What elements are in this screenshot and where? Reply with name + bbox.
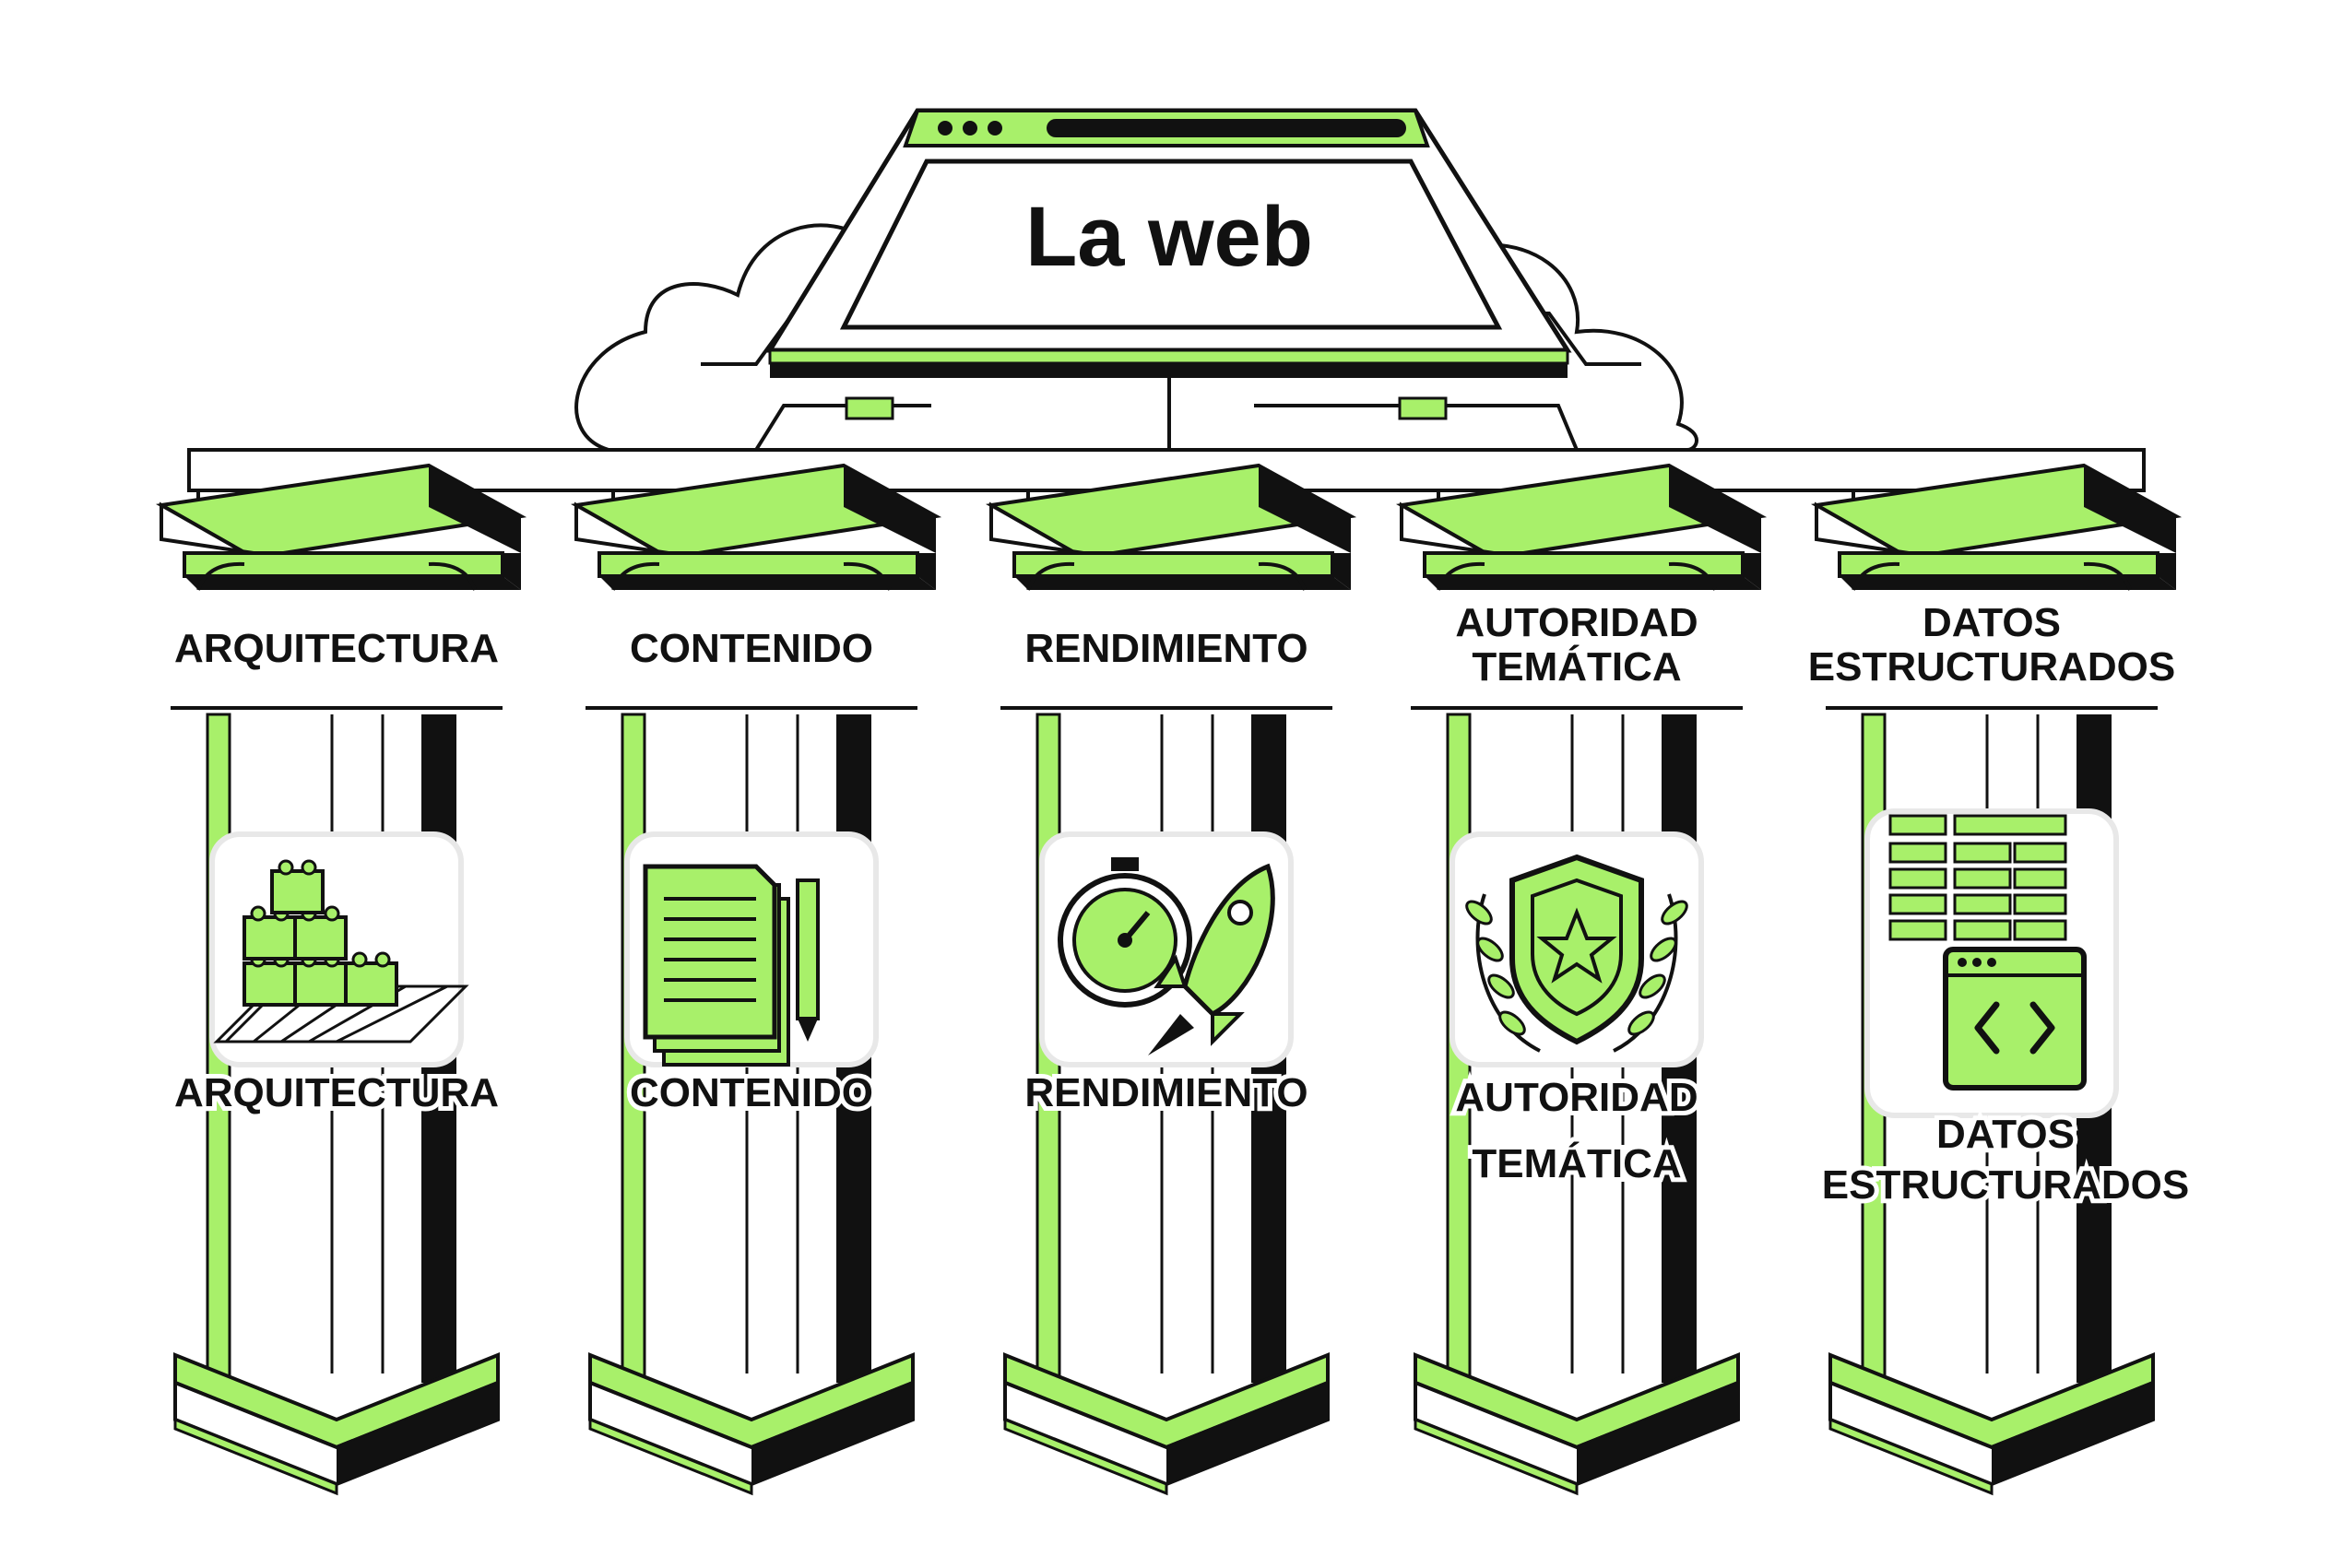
circuit-node-left (845, 396, 894, 420)
pillars-group: ARQUITECTURAARQUITECTURACONTENIDOCONTENI… (155, 463, 2194, 1496)
pillar-arquitectura-top-label-line-1: ARQUITECTURA (174, 626, 499, 671)
pillar-datos-bottom-label-line-2: ESTRUCTURADOS (1822, 1162, 2189, 1208)
pillar-contenido-bottom-label-line-1: CONTENIDO (630, 1070, 873, 1115)
pillar-contenido: CONTENIDO CONTENIDO (570, 463, 942, 1496)
pillar-rendimiento: RENDIMIENTO RENDIMIENTO (985, 463, 1357, 1496)
pillar-autoridad-top-label-line-1: AUTORIDAD (1455, 600, 1698, 645)
circuit-node-right (1398, 396, 1448, 420)
pillar-datos-bottom-label-line-1: DATOS (1936, 1112, 2075, 1157)
pillar-arquitectura-bottom-label-line-1: ARQUITECTURA (174, 1070, 499, 1115)
pillar-rendimiento-top-label-line-1: RENDIMIENTO (1024, 626, 1307, 671)
document-pencil-icon (624, 831, 879, 1067)
pillar-autoridad-bottom-label-line-1: AUTORIDAD (1455, 1075, 1698, 1120)
pillar-autoridad-bottom-label-line-2: TEMÁTICA (1472, 1140, 1681, 1186)
lego-blocks-icon (209, 831, 469, 1067)
pillar-arquitectura: ARQUITECTURA ARQUITECTURA (155, 463, 527, 1496)
pillar-rendimiento-bottom-label-line-1: RENDIMIENTO (1024, 1070, 1307, 1115)
pillar-datos-top-label-line-2: ESTRUCTURADOS (1808, 644, 2175, 690)
shield-star-laurel-icon (1449, 831, 1704, 1067)
browser-title: La web (1025, 190, 1313, 284)
pillar-datos-top-label-line-1: DATOS (1923, 600, 2061, 645)
pillar-autoridad-top-label-line-2: TEMÁTICA (1472, 643, 1681, 690)
browser-window (765, 108, 1572, 378)
stopwatch-rocket-icon (1039, 831, 1294, 1067)
table-code-icon (1864, 808, 2119, 1118)
pillar-contenido-top-label-line-1: CONTENIDO (630, 626, 873, 671)
